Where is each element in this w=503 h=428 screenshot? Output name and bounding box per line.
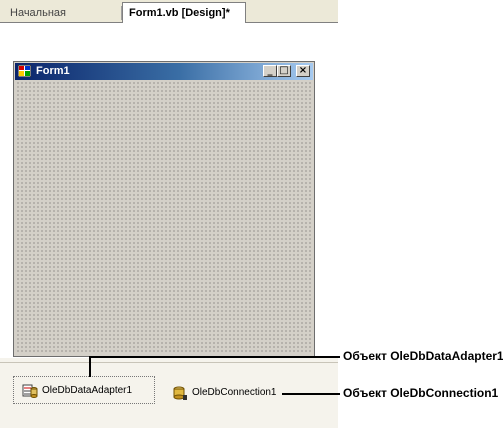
tab-start-page[interactable]: Начальная страница bbox=[10, 7, 66, 37]
form-grid-surface[interactable] bbox=[16, 81, 312, 354]
form-title: Form1 bbox=[36, 65, 70, 77]
design-surface[interactable]: Form1 _ □ × bbox=[0, 23, 338, 358]
component-label-connection: OleDbConnection1 bbox=[192, 387, 277, 398]
component-label-adapter: OleDbDataAdapter1 bbox=[42, 385, 133, 396]
callout-line-adapter-vertical bbox=[89, 356, 91, 377]
callout-label-connection: Объект OleDbConnection1 bbox=[343, 386, 499, 400]
data-adapter-icon bbox=[22, 384, 38, 398]
form-icon bbox=[18, 65, 31, 77]
tab-form1-design[interactable]: Form1.vb [Design]* bbox=[122, 2, 246, 23]
form-titlebar[interactable]: Form1 _ □ × bbox=[15, 63, 313, 80]
database-connection-icon bbox=[173, 386, 187, 400]
maximize-button[interactable]: □ bbox=[277, 65, 291, 77]
ide-panel: Начальная страница Form1.vb [Design]* Fo… bbox=[0, 0, 338, 428]
callout-label-adapter: Объект OleDbDataAdapter1 bbox=[343, 349, 503, 363]
form1-window[interactable]: Form1 _ □ × bbox=[13, 61, 315, 357]
callout-line-connection bbox=[282, 393, 340, 395]
close-button[interactable]: × bbox=[296, 65, 310, 77]
component-oledbdataadapter1[interactable]: OleDbDataAdapter1 bbox=[13, 376, 155, 404]
component-oledbconnection1[interactable]: OleDbConnection1 bbox=[172, 379, 312, 407]
tab-separator bbox=[121, 6, 122, 20]
minimize-button[interactable]: _ bbox=[263, 65, 277, 77]
document-tabstrip: Начальная страница Form1.vb [Design]* bbox=[0, 0, 338, 37]
callout-line-adapter-horizontal bbox=[89, 356, 340, 358]
